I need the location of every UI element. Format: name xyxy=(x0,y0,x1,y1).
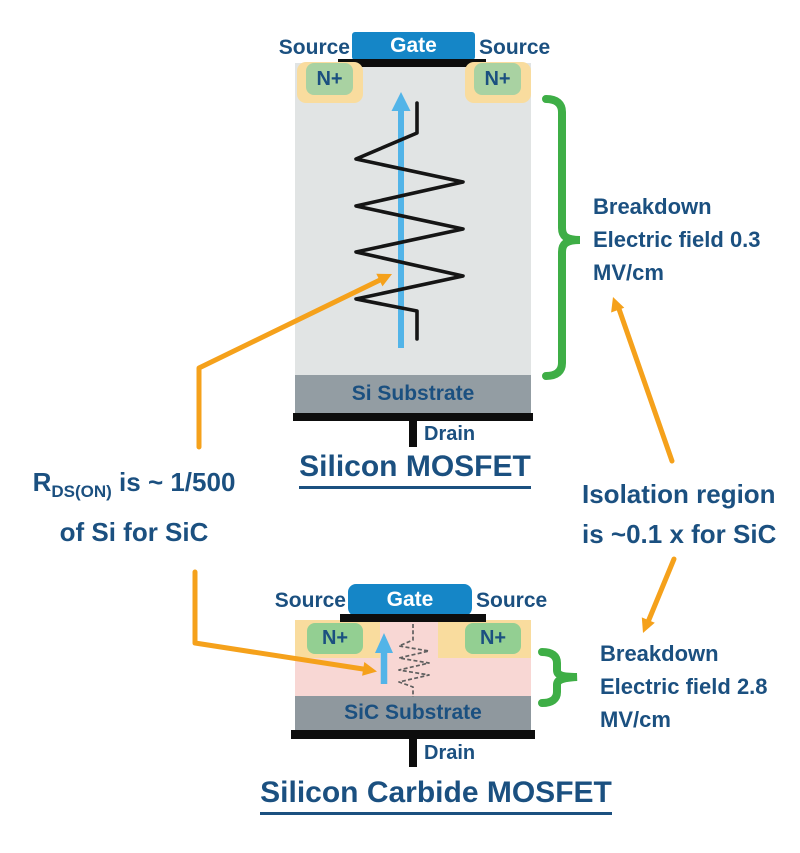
isolation-line1: Isolation region xyxy=(582,479,776,509)
breakdown-sic-line3: MV/cm xyxy=(600,707,671,732)
sic-gate-label: Gate xyxy=(386,588,434,611)
rdson-line2: of Si for SiC xyxy=(59,517,209,548)
rdson-line1: RDS(ON) is ~ 1/500 xyxy=(10,462,258,512)
breakdown-sic-line2: Electric field 2.8 xyxy=(600,674,768,699)
rdson-rest: is ~ 1/500 xyxy=(111,467,236,497)
breakdown-sic-line1: Breakdown xyxy=(600,641,719,666)
si-breakdown-brace xyxy=(542,95,581,380)
sic-drain-stub xyxy=(409,739,417,767)
sic-title: Silicon Carbide MOSFET xyxy=(236,776,636,815)
si-source-left-label: Source xyxy=(278,36,350,59)
breakdown-si-line3: MV/cm xyxy=(593,260,664,285)
si-gate-contact-bar xyxy=(338,59,486,67)
rdson-subscript: DS(ON) xyxy=(51,482,112,502)
breakdown-si-line1: Breakdown xyxy=(593,194,712,219)
si-drift-body xyxy=(295,63,531,375)
isolation-pointer-sic-arrow xyxy=(641,556,677,633)
si-source-right-label: Source xyxy=(479,36,551,59)
isolation-line2: is ~0.1 x for SiC xyxy=(582,519,777,549)
sic-source-left-label: Source xyxy=(274,589,346,612)
si-nplus-left: N+ xyxy=(306,63,353,95)
breakdown-sic-annotation: Breakdown Electric field 2.8 MV/cm xyxy=(600,637,800,736)
sic-drain-label: Drain xyxy=(424,742,476,764)
isolation-annotation: Isolation region is ~0.1 x for SiC xyxy=(582,474,792,554)
sic-gate-contact-bar xyxy=(340,614,486,622)
sic-breakdown-brace xyxy=(538,648,578,707)
si-nplus-right: N+ xyxy=(474,63,521,95)
sic-source-right-label: Source xyxy=(476,589,548,612)
sic-title-text: Silicon Carbide MOSFET xyxy=(260,776,612,815)
si-drain-contact-bar xyxy=(293,413,533,421)
si-gate-label: Gate xyxy=(390,34,437,57)
sic-drain-contact-bar xyxy=(291,730,535,739)
rdson-symbol: R xyxy=(32,467,52,497)
breakdown-si-annotation: Breakdown Electric field 0.3 MV/cm xyxy=(593,190,793,289)
si-drain-label: Drain xyxy=(424,423,476,445)
sic-substrate-label: SiC Substrate xyxy=(344,701,482,724)
si-substrate-label: Si Substrate xyxy=(351,382,475,405)
si-gate: Gate xyxy=(352,32,475,60)
si-drain-stub xyxy=(409,421,417,447)
isolation-pointer-si-arrow xyxy=(611,297,675,464)
sic-nplus-left: N+ xyxy=(307,623,363,654)
si-title: Silicon MOSFET xyxy=(215,450,615,489)
si-title-text: Silicon MOSFET xyxy=(299,450,531,489)
breakdown-si-line2: Electric field 0.3 xyxy=(593,227,761,252)
si-substrate: Si Substrate xyxy=(295,375,531,413)
sic-gate: Gate xyxy=(348,584,472,616)
rdson-annotation: RDS(ON) is ~ 1/500 of Si for SiC xyxy=(10,462,258,552)
sic-nplus-right: N+ xyxy=(465,623,521,654)
sic-substrate: SiC Substrate xyxy=(295,696,531,730)
